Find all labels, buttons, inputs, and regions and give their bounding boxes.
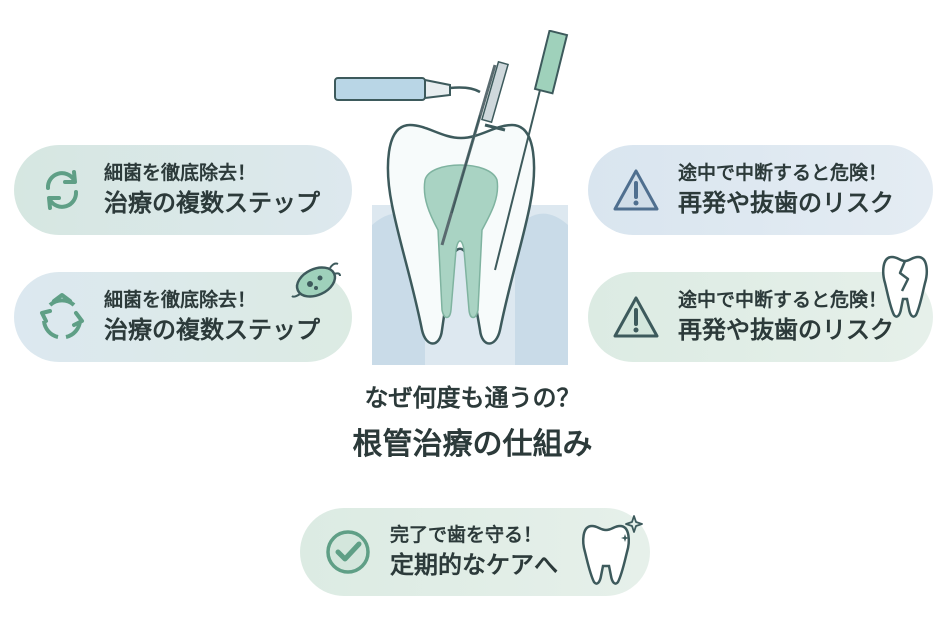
card-risk-warning-2: 途中で中断すると危険！ 再発や抜歯のリスク (588, 272, 933, 362)
sparkling-tooth-icon (582, 515, 643, 585)
card-heading: 細菌を徹底除去！ (104, 162, 257, 185)
card-heading: 完了で歯を守る！ (390, 524, 543, 547)
card-step-removal-2: 細菌を徹底除去！ 治療の複数ステップ (14, 272, 352, 362)
card-subheading: 治療の複数ステップ (104, 188, 320, 217)
warning-icon (610, 291, 662, 343)
card-step-removal-1: 細菌を徹底除去！ 治療の複数ステップ (14, 145, 352, 235)
page-subtitle: なぜ何度も通うの？ (364, 384, 581, 412)
cycle-arrows-icon (36, 164, 88, 216)
pulp-chamber (423, 164, 499, 319)
page-title: 根管治療の仕組み (352, 427, 593, 462)
broken-tooth-icon (882, 255, 928, 318)
root-canal-illustration (334, 30, 569, 365)
card-risk-warning-1: 途中で中断すると危険！ 再発や抜歯のリスク (588, 145, 933, 235)
card-heading: 途中で中断すると危険！ (678, 162, 888, 185)
bacteria-icon (291, 262, 341, 298)
recycle-arrows-icon (36, 291, 88, 343)
irrigation-syringe (533, 30, 569, 95)
card-subheading: 再発や抜歯のリスク (678, 188, 894, 217)
warning-icon (610, 164, 662, 216)
handpiece (334, 77, 426, 101)
check-circle-icon (322, 526, 374, 578)
card-subheading: 再発や抜歯のリスク (678, 315, 894, 344)
card-heading: 途中で中断すると危険！ (678, 289, 888, 312)
card-subheading: 定期的なケアへ (390, 550, 558, 579)
card-heading: 細菌を徹底除去！ (104, 289, 257, 312)
center-title: なぜ何度も通うの？ 根管治療の仕組み (0, 378, 945, 463)
card-subheading: 治療の複数ステップ (104, 315, 320, 344)
